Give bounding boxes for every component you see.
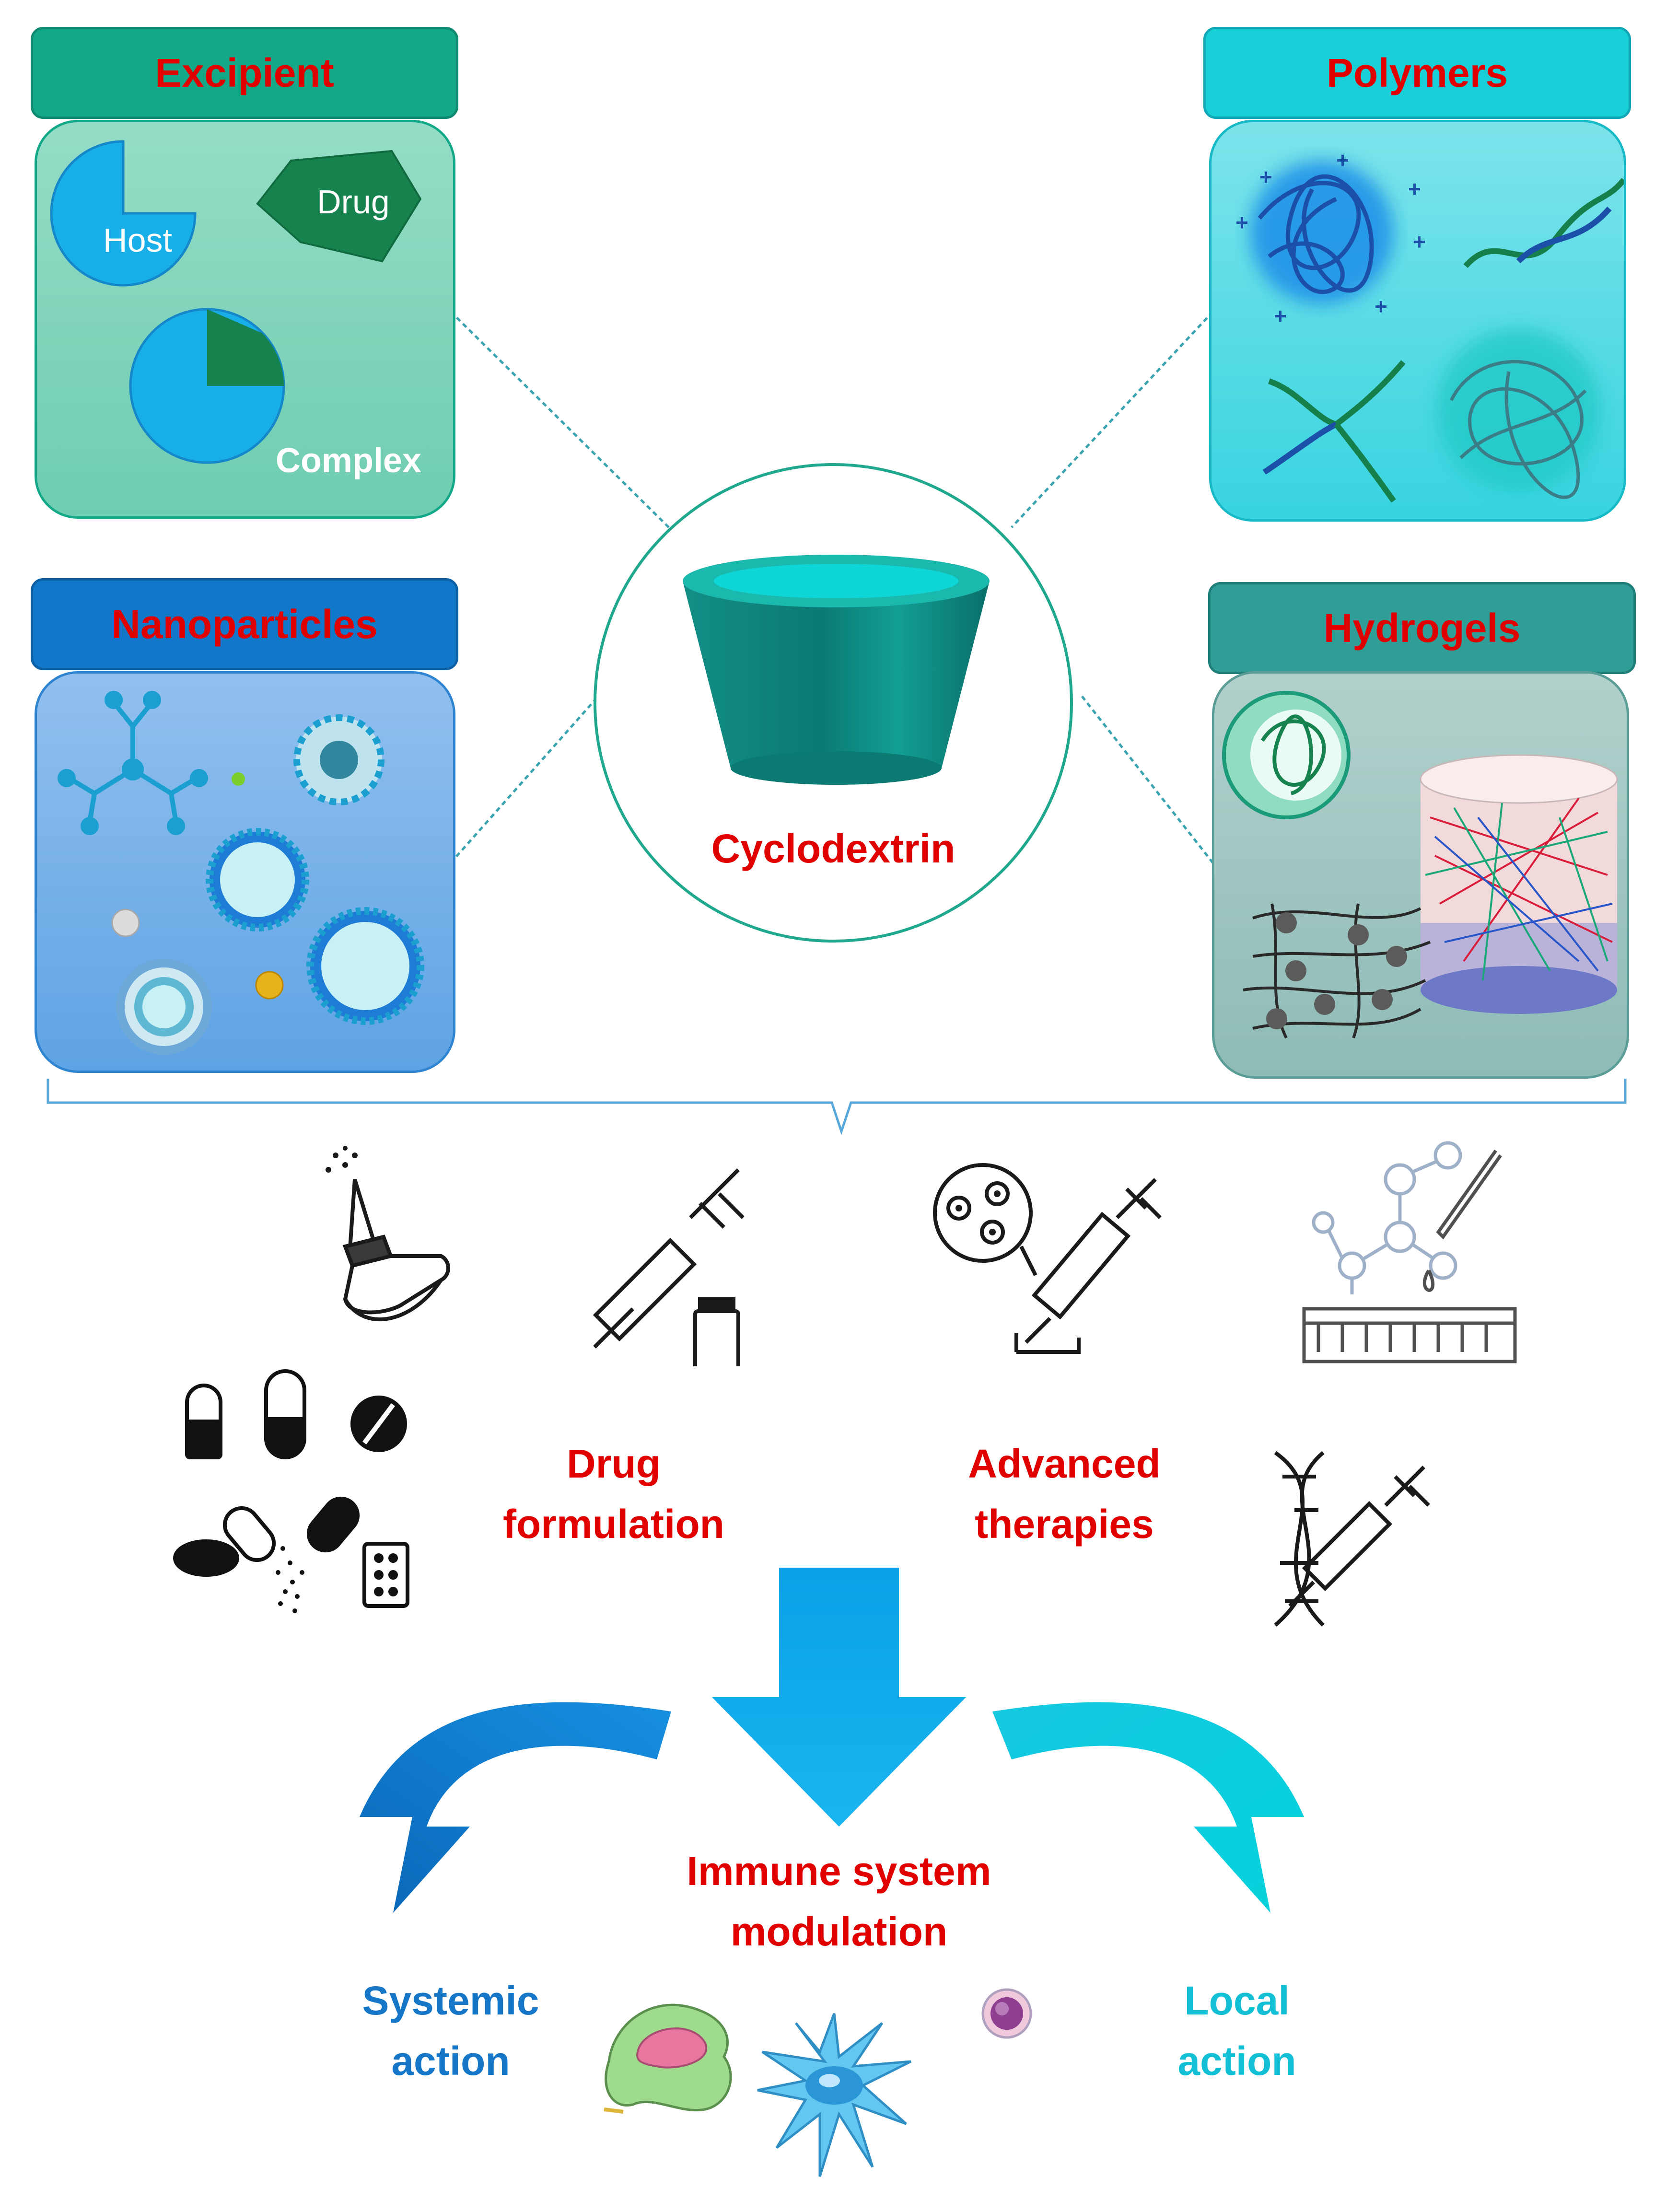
large-liposome-icon bbox=[306, 907, 424, 1025]
cyclodextrin-circle: Cyclodextrin bbox=[594, 463, 1073, 943]
hydrogels-panel bbox=[1212, 671, 1629, 1079]
svg-text:+: + bbox=[1408, 176, 1421, 201]
molecule-pipette-icon bbox=[1302, 1141, 1517, 1363]
svg-text:+: + bbox=[1375, 294, 1387, 319]
liposome-icon bbox=[206, 828, 309, 931]
hydrogel-illustrations bbox=[1222, 691, 1618, 1039]
nanoparticle-illustrations bbox=[58, 691, 424, 1055]
drug-formulation-label: Drug formulation bbox=[460, 1433, 767, 1554]
excipient-header: Excipient bbox=[31, 27, 458, 119]
syringe-vial-icon bbox=[593, 1168, 745, 1366]
host-label: Host bbox=[103, 221, 172, 259]
drug-formulation-line-2: formulation bbox=[503, 1502, 724, 1547]
svg-text:+: + bbox=[1259, 164, 1272, 189]
immune-line-2: modulation bbox=[730, 1909, 948, 1954]
nasal-spray-icon bbox=[326, 1146, 450, 1322]
systemic-action-label: Systemic action bbox=[307, 1970, 594, 2091]
micelle-icon bbox=[293, 714, 384, 805]
systemic-arrow bbox=[360, 1702, 671, 1913]
nanocapsule-icon bbox=[116, 959, 212, 1055]
drug-shape bbox=[256, 150, 422, 263]
dendritic-cell-icon bbox=[757, 2013, 912, 2177]
gold-nanoparticle-icon bbox=[255, 971, 284, 1000]
hydrogels-header: Hydrogels bbox=[1208, 582, 1636, 674]
svg-text:+: + bbox=[1274, 303, 1287, 328]
cyclodextrin-cone-icon bbox=[683, 555, 990, 785]
host-shape bbox=[50, 140, 197, 287]
pills-icon bbox=[173, 1369, 409, 1613]
dna-injection-icon bbox=[1274, 1451, 1430, 1627]
immune-line-1: Immune system bbox=[687, 1849, 991, 1894]
svg-text:+: + bbox=[1235, 210, 1248, 235]
dendrimer-icon bbox=[58, 691, 208, 835]
main-down-arrow bbox=[712, 1568, 966, 1827]
local-action-label: Local action bbox=[1103, 1970, 1371, 2091]
polymers-title: Polymers bbox=[1326, 50, 1508, 95]
systemic-line-1: Systemic bbox=[362, 1978, 539, 2023]
polymers-header: Polymers bbox=[1203, 27, 1631, 119]
immune-modulation-label: Immune system modulation bbox=[618, 1841, 1060, 1962]
nanoparticles-panel bbox=[35, 671, 455, 1073]
cyclodextrin-label: Cyclodextrin bbox=[711, 826, 955, 871]
polymers-panel: + + + + + + + bbox=[1209, 120, 1626, 522]
hydrogels-title: Hydrogels bbox=[1323, 605, 1521, 651]
immune-cells bbox=[604, 1988, 1032, 2177]
cell-therapy-syringe-icon bbox=[933, 1163, 1162, 1354]
hydrogel-bead-icon bbox=[1222, 691, 1351, 819]
silver-nanoparticle-icon bbox=[111, 908, 140, 937]
small-nanoparticle-icon bbox=[232, 772, 245, 786]
complex-label: Complex bbox=[276, 442, 421, 480]
local-line-2: action bbox=[1177, 2038, 1296, 2084]
local-arrow bbox=[992, 1702, 1304, 1913]
drug-label: Drug bbox=[317, 183, 390, 221]
lymphocyte-icon bbox=[981, 1988, 1032, 2039]
hydrogel-cylinder-icon bbox=[1420, 754, 1618, 1014]
nanoparticles-header: Nanoparticles bbox=[31, 578, 458, 670]
svg-text:+: + bbox=[1336, 148, 1349, 173]
macrophage-icon bbox=[604, 2003, 732, 2114]
svg-text:+: + bbox=[1413, 229, 1426, 254]
excipient-title: Excipient bbox=[155, 50, 334, 95]
excipient-panel: Host Drug Complex bbox=[35, 120, 455, 519]
systemic-line-2: action bbox=[391, 2038, 510, 2084]
polymer-illustrations: + + + + + + + bbox=[1235, 148, 1624, 503]
local-line-1: Local bbox=[1184, 1978, 1290, 2023]
drug-formulation-line-1: Drug bbox=[567, 1441, 661, 1486]
grouping-brace bbox=[47, 1079, 1627, 1135]
advanced-therapies-line-1: Advanced bbox=[968, 1441, 1161, 1486]
nanoparticles-title: Nanoparticles bbox=[111, 601, 378, 647]
advanced-therapies-label: Advanced therapies bbox=[911, 1433, 1218, 1554]
host-guest-diagram: Host Drug Complex bbox=[50, 140, 422, 480]
flow-arrows bbox=[360, 1568, 1304, 1913]
advanced-therapies-line-2: therapies bbox=[975, 1502, 1154, 1547]
